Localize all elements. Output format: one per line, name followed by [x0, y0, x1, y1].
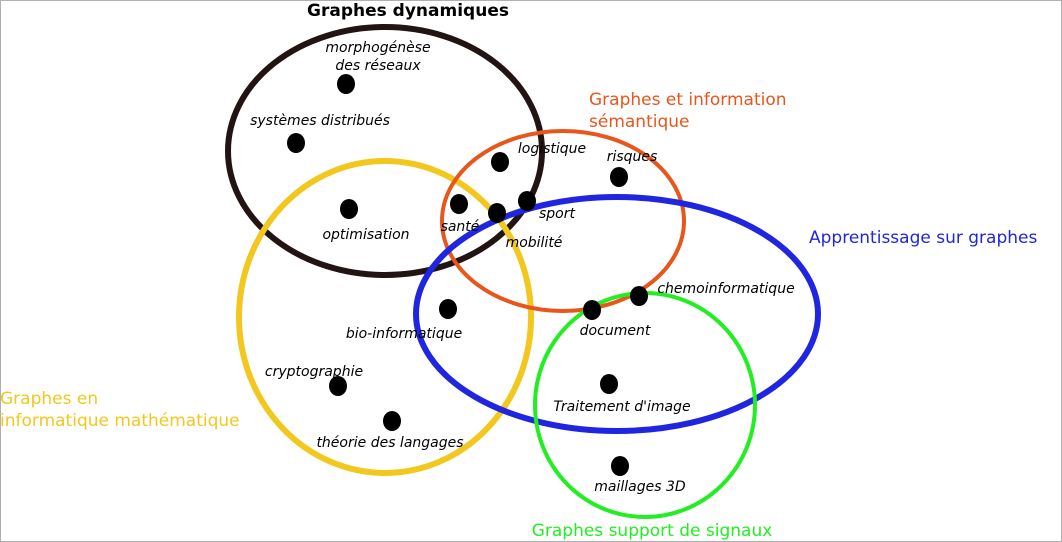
topic-label-maillages: maillages 3D — [594, 479, 686, 495]
topic-label-risques: risques — [607, 149, 658, 165]
topic-dot-optimisation — [340, 199, 358, 219]
topic-label-line: théorie des langages — [316, 435, 463, 451]
topic-label-systemes: systèmes distribués — [250, 113, 390, 129]
set-title-line: informatique mathématique — [0, 411, 240, 431]
topic-label-crypto: cryptographie — [265, 364, 363, 380]
set-title-signals: Graphes support de signaux — [532, 521, 773, 541]
set-title-line: Apprentissage sur graphes — [809, 228, 1037, 248]
topic-label-sante: santé — [441, 219, 480, 235]
topic-label-optimisation: optimisation — [322, 227, 409, 243]
set-title-dynamic: Graphes dynamiques — [307, 1, 509, 21]
topic-dot-maillages — [611, 456, 629, 476]
topic-label-line: optimisation — [322, 227, 409, 243]
topic-label-line: chemoinformatique — [657, 281, 794, 297]
topic-label-document: document — [580, 323, 651, 339]
topic-dot-mobilite — [488, 203, 506, 223]
set-title-line: Graphes dynamiques — [307, 1, 509, 21]
topic-label-line: santé — [441, 219, 480, 235]
topic-label-morphogenese: morphogénèse des réseaux — [325, 40, 430, 74]
topic-dot-systemes — [287, 133, 305, 153]
topic-dot-theorie — [383, 411, 401, 431]
topic-label-line: Traitement d'image — [553, 399, 690, 415]
topic-label-line: mobilité — [506, 235, 563, 251]
topic-label-line: cryptographie — [265, 364, 363, 380]
topic-label-logistique: logistique — [518, 141, 586, 157]
topic-label-image: Traitement d'image — [553, 399, 690, 415]
topic-label-line: logistique — [518, 141, 586, 157]
set-title-line: Graphes et information — [589, 90, 787, 110]
set-title-line: Graphes support de signaux — [532, 521, 773, 541]
topic-label-line: document — [580, 323, 651, 339]
topic-dot-morphogenese — [337, 74, 355, 94]
topic-dot-chemo — [630, 286, 648, 306]
set-ellipse-math — [236, 158, 534, 476]
topic-dot-crypto — [329, 376, 347, 396]
topic-label-line: morphogénèse — [325, 40, 430, 56]
set-ellipse-semantic — [440, 129, 686, 313]
topic-dot-sante — [450, 194, 468, 214]
set-title-line: Graphes en — [0, 389, 98, 409]
set-title-learning: Apprentissage sur graphes — [809, 228, 1037, 248]
set-ellipse-learning — [413, 194, 821, 434]
topic-label-line: maillages 3D — [594, 479, 686, 495]
topic-dot-logistique — [491, 152, 509, 172]
set-ellipse-dynamic — [225, 24, 545, 278]
topic-dot-sport — [518, 191, 536, 211]
topic-dot-bio — [439, 299, 457, 319]
set-title-line: sémantique — [589, 112, 689, 132]
topic-dot-image — [600, 374, 618, 394]
topic-label-line: risques — [607, 149, 658, 165]
topic-label-line: bio-informatique — [346, 326, 462, 342]
topic-label-chemo: chemoinformatique — [657, 281, 794, 297]
topic-dot-risques — [610, 167, 628, 187]
topic-label-line: systèmes distribués — [250, 113, 390, 129]
topic-label-theorie: théorie des langages — [316, 435, 463, 451]
topic-label-sport: sport — [539, 206, 576, 222]
topic-label-line: sport — [539, 206, 576, 222]
topic-label-mobilite: mobilité — [506, 235, 563, 251]
topic-label-line: des réseaux — [335, 58, 421, 74]
topic-label-bio: bio-informatique — [346, 326, 462, 342]
topic-dot-document — [583, 300, 601, 320]
